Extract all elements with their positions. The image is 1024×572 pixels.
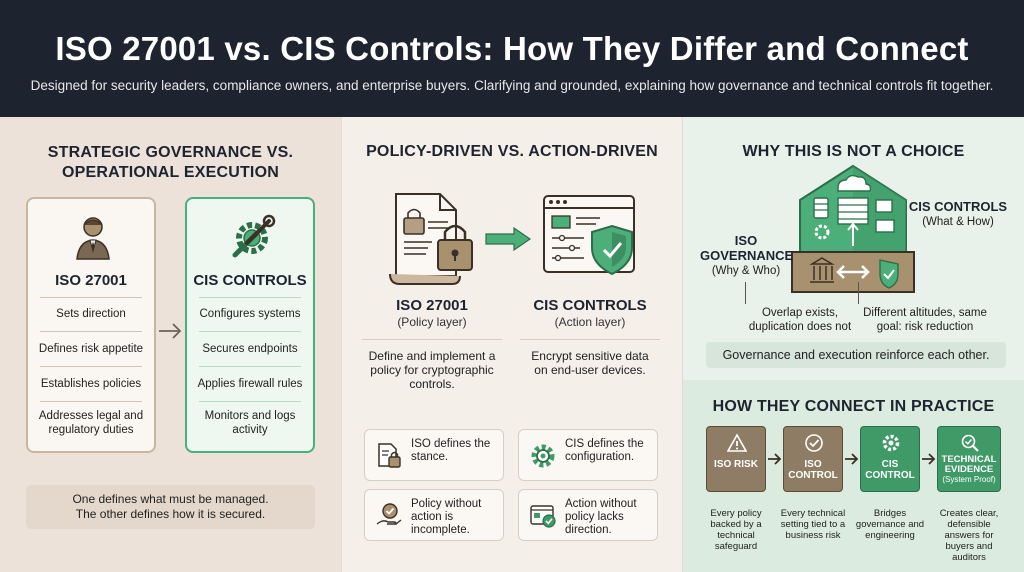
document-lock-icon	[375, 442, 403, 470]
gear-icon	[529, 442, 557, 470]
iso-layer-title: ISO 27001	[396, 297, 468, 314]
altitudes-note: Different altitudes, same goal: risk red…	[863, 307, 987, 333]
cis-layer-desc: Encrypt sensitive data on end-user devic…	[531, 349, 649, 377]
document-lock-icon	[382, 190, 478, 288]
step-label: CIS CONTROL	[865, 459, 915, 481]
overlap-note: Overlap exists, duplication does not	[748, 307, 852, 333]
gear-icon	[881, 433, 901, 453]
iso-layer-sub: (Policy layer)	[397, 315, 467, 329]
step-cis-control: CIS CONTROL	[860, 426, 920, 492]
iso-item: Defines risk appetite	[38, 343, 144, 355]
iso-item: Establishes policies	[40, 378, 142, 390]
page-title: ISO 27001 vs. CIS Controls: How They Dif…	[55, 30, 969, 67]
cis-item: Secures endpoints	[202, 343, 298, 355]
step-desc: Bridges governance and engineering	[855, 508, 925, 541]
iso-item: Addresses legal and regulatory duties	[38, 410, 144, 436]
panel2-title: POLICY-DRIVEN VS. ACTION-DRIVEN	[366, 143, 658, 160]
cis-layer-sub: (Action layer)	[554, 315, 626, 329]
iso-governance-label: ISO GOVERNANCE	[700, 233, 794, 263]
iso-item: Sets direction	[56, 308, 126, 320]
panel1-title-line1: STRATEGIC GOVERNANCE VS.	[47, 144, 294, 161]
check-circle-icon	[804, 433, 824, 453]
step-iso-risk: ISO RISK	[706, 426, 766, 492]
wrench-gear-icon	[227, 213, 277, 263]
note-line2: The other defines how it is secured.	[75, 507, 266, 521]
note-line1: One defines what must be managed.	[72, 492, 269, 506]
step-label: ISO RISK	[714, 459, 758, 470]
cis-controls-label: CIS CONTROLS	[908, 199, 1008, 214]
step-desc: Every technical setting tied to a busine…	[780, 508, 846, 541]
mini-card: ISO defines the stance.	[364, 429, 504, 481]
cis-card-title: CIS CONTROLS	[193, 272, 307, 289]
panel3-title: WHY THIS IS NOT A CHOICE	[742, 143, 965, 160]
cis-layer-title: CIS CONTROLS	[533, 297, 647, 314]
panel1-title-line2: OPERATIONAL EXECUTION	[62, 164, 279, 181]
arrow-right-icon	[484, 226, 532, 252]
panel1-title: STRATEGIC GOVERNANCE VS. OPERATIONAL EXE…	[0, 143, 341, 183]
arrow-right-icon	[921, 450, 937, 468]
iso-card-title: ISO 27001	[55, 272, 127, 289]
businessperson-icon	[73, 213, 113, 263]
step-desc: Every policy backed by a technical safeg…	[710, 508, 762, 552]
step-desc: Creates clear, defensible answers for bu…	[939, 508, 999, 563]
cis-item: Monitors and logs activity	[204, 410, 296, 436]
step-label: ISO CONTROL	[788, 459, 838, 481]
browser-check-icon	[529, 502, 557, 530]
header: ISO 27001 vs. CIS Controls: How They Dif…	[0, 0, 1024, 117]
mini-card-text: Action without policy lacks direction.	[565, 498, 637, 536]
cis-item: Applies firewall rules	[197, 378, 303, 390]
step-label: TECHNICAL EVIDENCE	[941, 454, 997, 475]
mini-card: Policy without action is incomplete.	[364, 489, 504, 541]
cis-controls-sub: (What & How)	[922, 216, 994, 228]
mini-card: CIS defines the configuration.	[518, 429, 658, 481]
arrow-right-icon	[767, 450, 783, 468]
arrow-right-icon	[157, 316, 185, 346]
arrow-right-icon	[844, 450, 860, 468]
panel4-title: HOW THEY CONNECT IN PRACTICE	[712, 398, 995, 415]
iso-layer-desc: Define and implement a policy for crypto…	[368, 349, 496, 391]
mini-card-text: Policy without action is incomplete.	[411, 498, 482, 536]
panel1-note: One defines what must be managed. The ot…	[26, 485, 315, 529]
step-technical-evidence: TECHNICAL EVIDENCE (System Proof)	[937, 426, 1001, 492]
iso-card: ISO 27001 Sets direction Defines risk ap…	[26, 197, 156, 453]
browser-shield-icon	[540, 192, 640, 280]
mini-card: Action without policy lacks direction.	[518, 489, 658, 541]
hand-check-icon	[375, 502, 403, 530]
mini-card-text: ISO defines the stance.	[411, 438, 491, 463]
reinforce-banner: Governance and execution reinforce each …	[706, 342, 1006, 368]
mini-card-text: CIS defines the configuration.	[565, 438, 644, 463]
page-subtitle: Designed for security leaders, complianc…	[30, 78, 994, 93]
step-iso-control: ISO CONTROL	[783, 426, 843, 492]
warning-icon	[727, 433, 747, 453]
step-sublabel: (System Proof)	[942, 475, 996, 484]
house-infrastructure-icon	[786, 160, 920, 296]
magnifier-check-icon	[960, 433, 980, 453]
cis-card: CIS CONTROLS Configures systems Secures …	[185, 197, 315, 453]
cis-item: Configures systems	[199, 308, 301, 320]
iso-governance-sub: (Why & Who)	[711, 265, 781, 277]
